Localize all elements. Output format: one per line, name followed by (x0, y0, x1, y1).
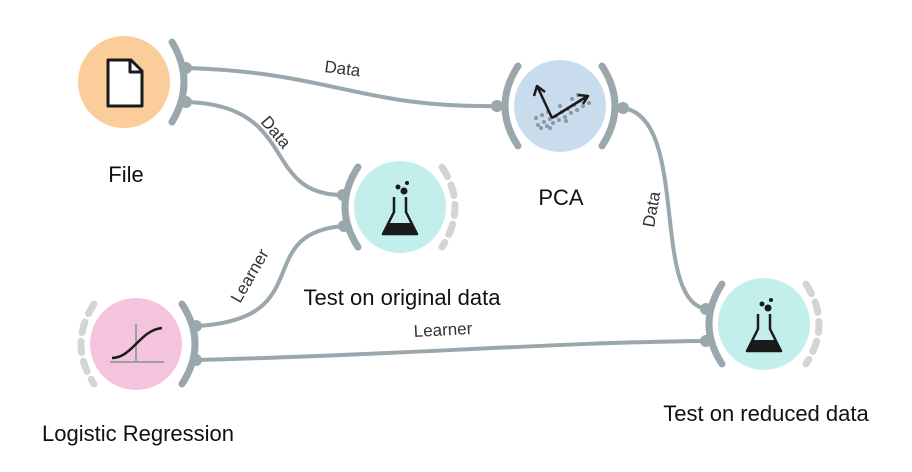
link-label-logreg-test-reduced: Learner (413, 319, 473, 341)
flask-icon (381, 181, 419, 236)
node-test-original-input-port-1[interactable] (337, 189, 349, 201)
link-label-file-pca: Data (324, 57, 362, 80)
link-pca-test-reduced[interactable] (621, 106, 708, 311)
node-pca-label: PCA (538, 185, 584, 210)
link-file-test-original[interactable] (184, 100, 345, 197)
node-logreg-output-bracket (178, 300, 199, 388)
node-test-original-circle[interactable] (354, 161, 446, 253)
node-file-output-port-1[interactable] (180, 62, 192, 74)
flask-icon (745, 298, 783, 353)
node-test-original-output-bracket (438, 163, 459, 251)
link-label-pca-test-reduced: Data (639, 189, 664, 228)
node-logreg-output-port-1[interactable] (190, 320, 202, 332)
node-file-label: File (108, 162, 143, 187)
link-logreg-test-original[interactable] (194, 224, 346, 328)
node-test-reduced-circle[interactable] (718, 278, 810, 370)
node-logreg[interactable]: Logistic Regression (42, 298, 234, 446)
node-test-reduced-output-bracket (802, 280, 823, 368)
node-pca-output-bracket (598, 62, 619, 150)
file-icon (106, 58, 144, 108)
node-test-original-input-port-2[interactable] (338, 220, 350, 232)
node-pca[interactable]: PCA (491, 60, 629, 210)
node-test-reduced-input-port-1[interactable] (700, 303, 712, 315)
node-pca-input-port[interactable] (491, 100, 503, 112)
node-logreg-label: Logistic Regression (42, 421, 234, 446)
node-test-reduced-input-port-2[interactable] (700, 335, 712, 347)
link-logreg-test-reduced[interactable] (194, 339, 708, 362)
node-test-reduced-input-bracket (705, 280, 726, 368)
node-test-original[interactable]: Test on original data (304, 161, 502, 310)
node-test-reduced-label: Test on reduced data (663, 401, 869, 426)
node-pca-input-bracket (501, 62, 522, 150)
node-pca-output-port[interactable] (617, 102, 629, 114)
node-logreg-input-bracket (77, 300, 98, 388)
node-logreg-output-port-2[interactable] (190, 354, 202, 366)
node-file-output-port-2[interactable] (180, 96, 192, 108)
node-test-original-input-bracket (341, 163, 362, 251)
pca-icon (532, 84, 591, 130)
node-test-original-label: Test on original data (304, 285, 502, 310)
node-file-output-bracket (168, 38, 188, 126)
link-label-logreg-test-original: Learner (227, 245, 273, 306)
node-file[interactable]: File (78, 36, 192, 187)
node-test-reduced[interactable]: Test on reduced data (663, 278, 869, 426)
sigmoid-icon (110, 324, 164, 363)
link-file-pca[interactable] (184, 66, 499, 109)
